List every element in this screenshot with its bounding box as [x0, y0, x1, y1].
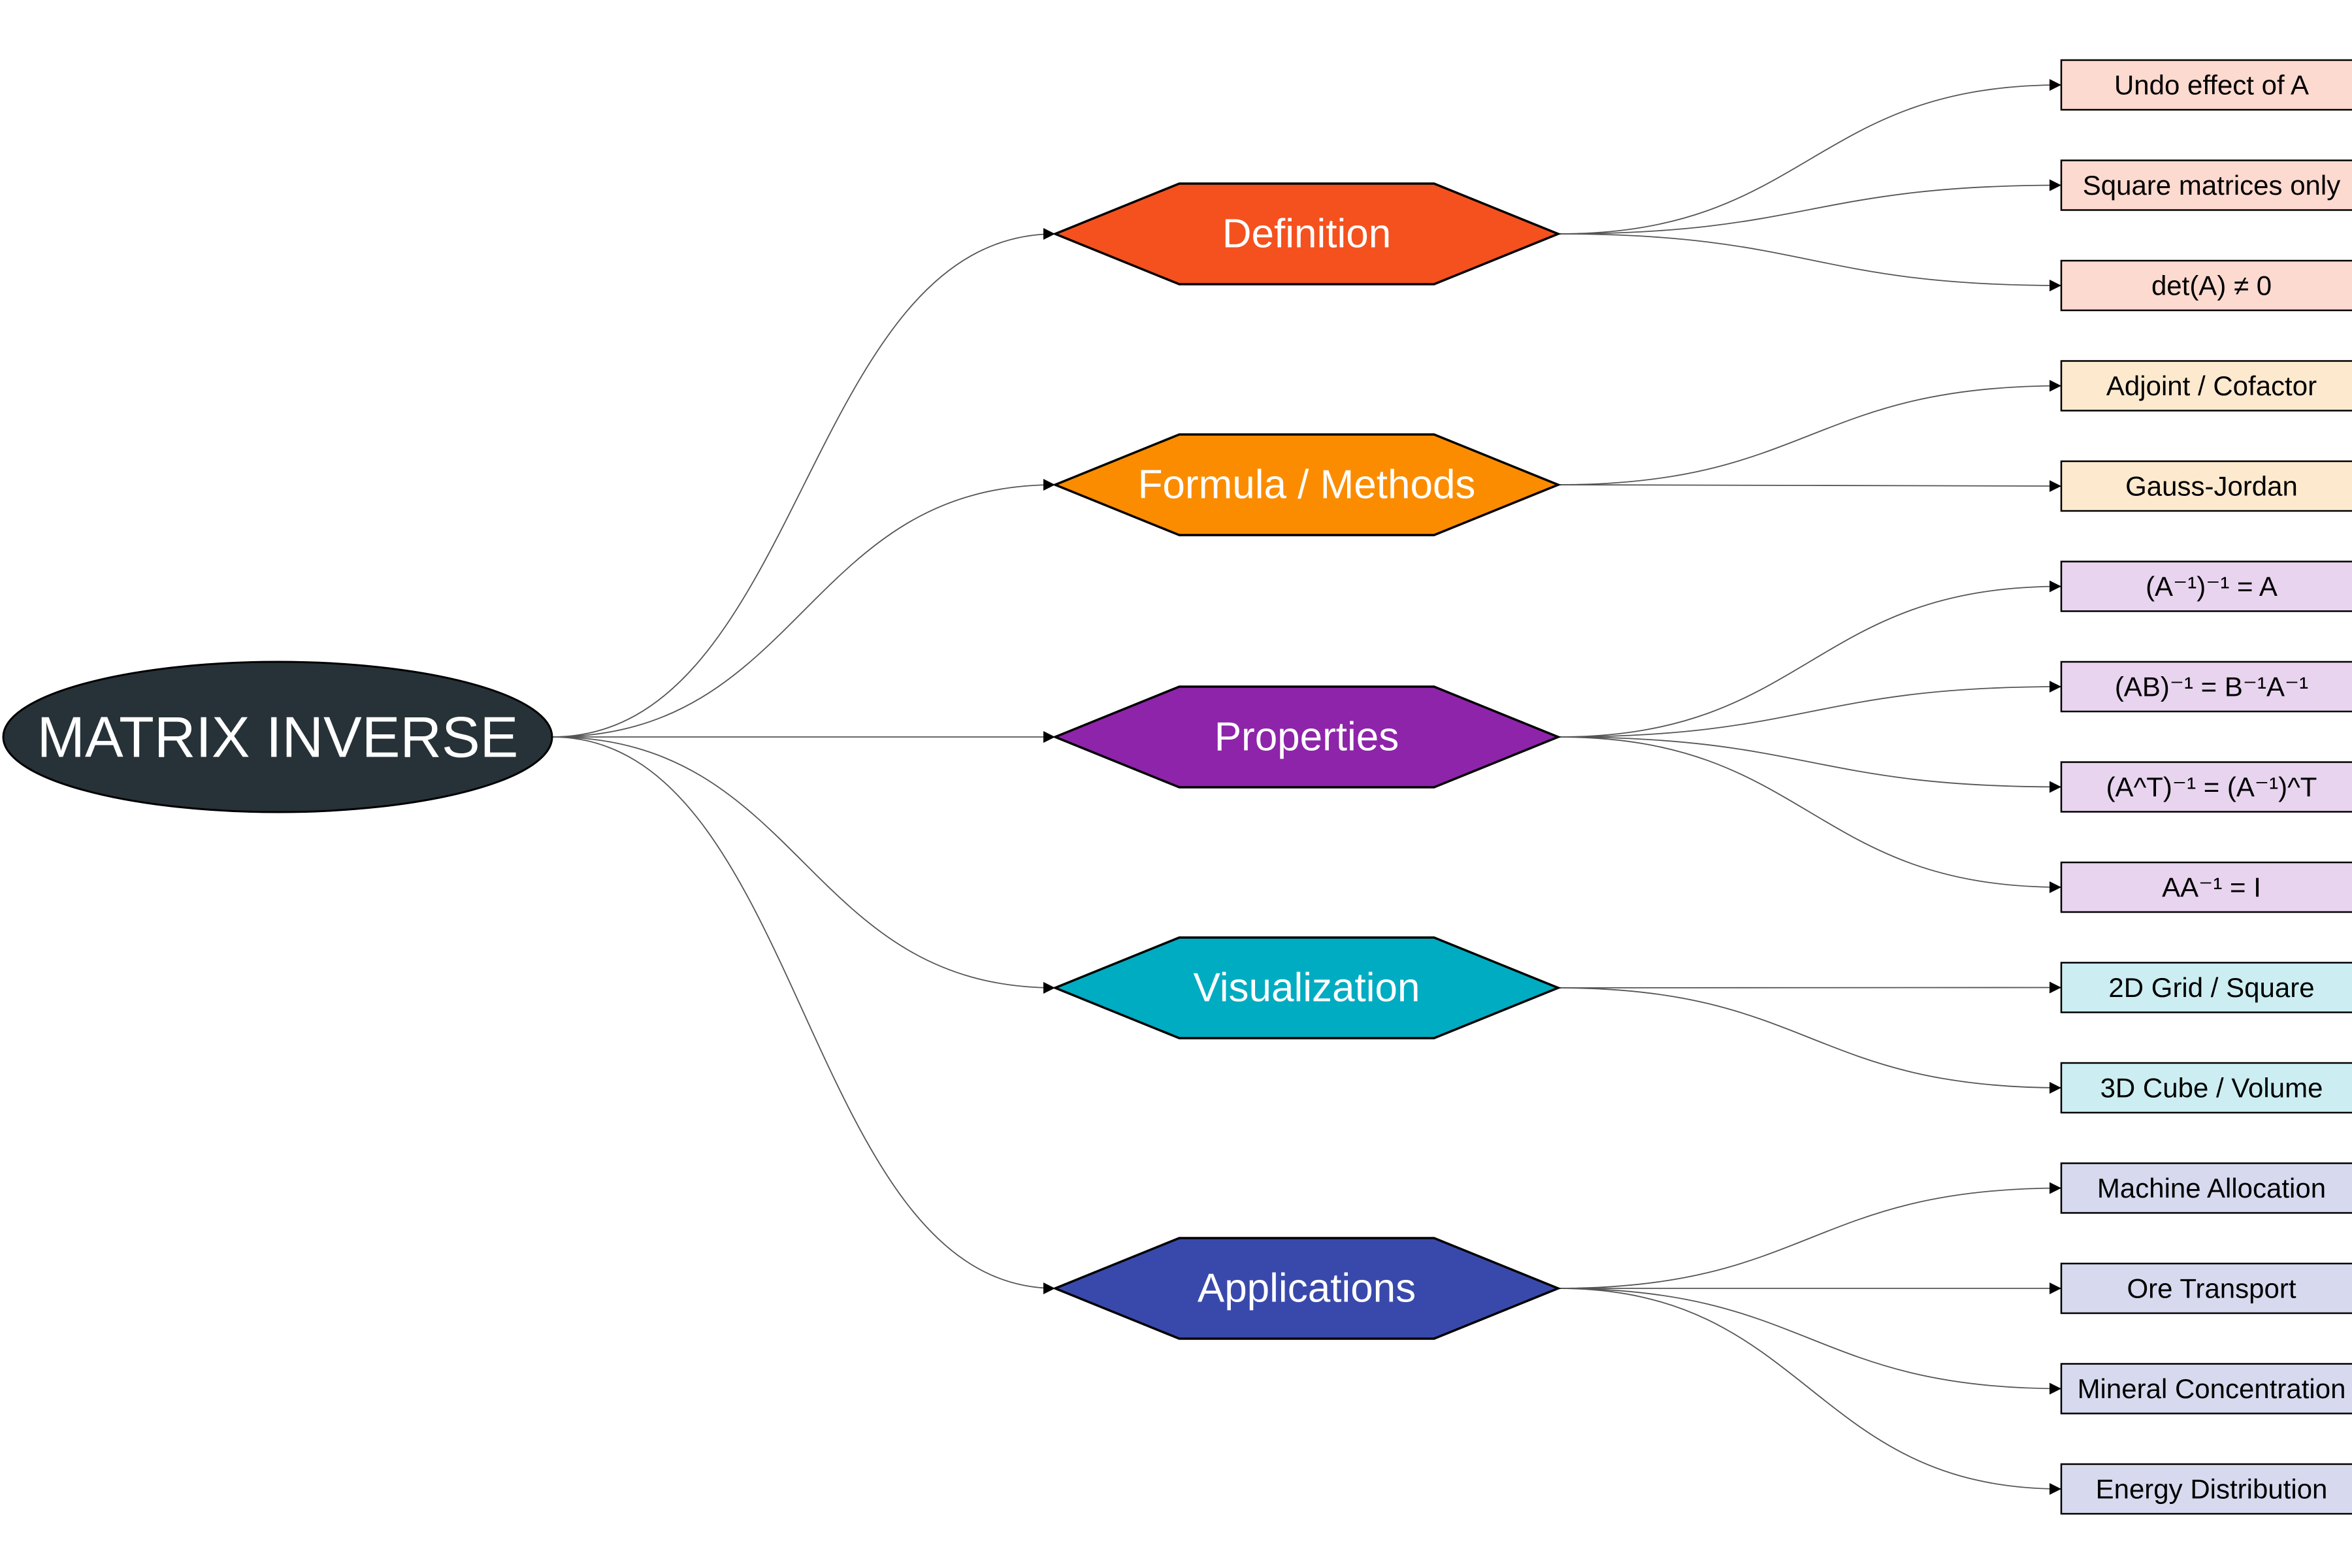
leaf-node-formula-1[interactable]: Gauss-Jordan: [2060, 460, 2352, 512]
leaf-node-definition-1[interactable]: Square matrices only: [2060, 159, 2352, 211]
leaf-label-applications-1: Ore Transport: [2127, 1273, 2296, 1304]
category-label-definition: Definition: [1222, 212, 1391, 257]
edge-visualization-to-leaf-1: [1558, 987, 2062, 1094]
edge-formula-to-leaf-0: [1558, 380, 2062, 485]
category-node-definition[interactable]: Definition: [1052, 182, 1561, 286]
leaf-node-applications-3[interactable]: Energy Distribution: [2060, 1463, 2352, 1515]
leaf-node-properties-1[interactable]: (AB)⁻¹ = B⁻¹A⁻¹: [2060, 661, 2352, 713]
edge-root-to-visualization: [551, 736, 1056, 994]
edge-applications-to-leaf-3: [1558, 1288, 2062, 1495]
category-label-properties: Properties: [1215, 715, 1399, 760]
category-node-properties[interactable]: Properties: [1052, 685, 1561, 789]
edge-definition-to-leaf-2: [1558, 233, 2062, 291]
category-hexagon-formula: [1052, 433, 1561, 536]
root-node-label: MATRIX INVERSE: [37, 705, 519, 770]
leaf-label-definition-0: Undo effect of A: [2114, 70, 2309, 101]
leaf-label-definition-1: Square matrices only: [2083, 170, 2341, 201]
edge-applications-to-leaf-2: [1558, 1288, 2062, 1395]
leaf-label-applications-3: Energy Distribution: [2096, 1474, 2328, 1505]
leaf-label-properties-1: (AB)⁻¹ = B⁻¹A⁻¹: [2115, 672, 2308, 702]
category-hexagon-definition: [1052, 182, 1561, 286]
leaf-box-formula-1: [2060, 460, 2352, 512]
leaf-box-properties-1: [2060, 661, 2352, 713]
category-label-applications: Applications: [1198, 1266, 1416, 1311]
edge-properties-to-leaf-3: [1558, 736, 2062, 893]
leaf-box-definition-1: [2060, 159, 2352, 211]
category-hexagon-visualization: [1052, 936, 1561, 1039]
category-hexagon-applications: [1052, 1237, 1561, 1340]
edge-root-to-applications: [551, 736, 1056, 1294]
edge-properties-to-leaf-1: [1558, 681, 2062, 738]
category-node-applications[interactable]: Applications: [1052, 1237, 1561, 1340]
leaf-label-definition-2: det(A) ≠ 0: [2151, 270, 2272, 301]
category-hexagon-properties: [1052, 685, 1561, 789]
edge-definition-to-leaf-0: [1558, 79, 2062, 235]
leaf-label-visualization-1: 3D Cube / Volume: [2100, 1073, 2323, 1103]
leaf-box-visualization-0: [2060, 962, 2352, 1013]
leaf-label-properties-0: (A⁻¹)⁻¹ = A: [2146, 571, 2278, 602]
leaf-node-applications-1[interactable]: Ore Transport: [2060, 1262, 2352, 1315]
leaf-label-applications-2: Mineral Concentration: [2078, 1373, 2346, 1404]
leaf-box-formula-0: [2060, 360, 2352, 412]
category-node-visualization[interactable]: Visualization: [1052, 936, 1561, 1039]
leaf-box-definition-2: [2060, 259, 2352, 312]
leaf-node-visualization-0[interactable]: 2D Grid / Square: [2060, 962, 2352, 1013]
leaf-node-definition-0[interactable]: Undo effect of A: [2060, 59, 2352, 111]
leaf-node-applications-0[interactable]: Machine Allocation: [2060, 1162, 2352, 1214]
leaf-box-applications-3: [2060, 1463, 2352, 1515]
leaf-node-visualization-1[interactable]: 3D Cube / Volume: [2060, 1062, 2352, 1114]
edge-definition-to-leaf-1: [1558, 179, 2062, 235]
root-node[interactable]: MATRIX INVERSE: [2, 661, 553, 813]
connector-layer: [551, 79, 2062, 1495]
leaf-node-properties-0[interactable]: (A⁻¹)⁻¹ = A: [2060, 561, 2352, 612]
leaf-node-properties-2[interactable]: (A^T)⁻¹ = (A⁻¹)^T: [2060, 761, 2352, 813]
leaf-box-definition-0: [2060, 59, 2352, 111]
root-node-shape: [2, 661, 553, 813]
edge-properties-to-leaf-2: [1558, 736, 2062, 793]
category-node-formula[interactable]: Formula / Methods: [1052, 433, 1561, 536]
leaf-box-applications-1: [2060, 1262, 2352, 1315]
edge-root-to-definition: [551, 228, 1056, 738]
leaf-label-formula-0: Adjoint / Cofactor: [2106, 370, 2317, 401]
leaf-box-properties-2: [2060, 761, 2352, 813]
node-layer: MATRIX INVERSE Definition Undo effect of A…: [2, 59, 2352, 1515]
edge-applications-to-leaf-0: [1558, 1182, 2062, 1289]
leaf-node-definition-2[interactable]: det(A) ≠ 0: [2060, 259, 2352, 312]
category-label-formula: Formula / Methods: [1138, 463, 1476, 508]
leaf-node-applications-2[interactable]: Mineral Concentration: [2060, 1363, 2352, 1414]
leaf-box-applications-2: [2060, 1363, 2352, 1414]
edge-formula-to-leaf-1: [1558, 480, 2062, 492]
leaf-box-visualization-1: [2060, 1062, 2352, 1114]
leaf-node-properties-3[interactable]: AA⁻¹ = I: [2060, 861, 2352, 913]
edge-root-to-formula: [551, 479, 1056, 738]
leaf-label-formula-1: Gauss-Jordan: [2125, 471, 2298, 502]
leaf-label-visualization-0: 2D Grid / Square: [2108, 972, 2314, 1003]
edge-properties-to-leaf-0: [1558, 580, 2062, 738]
leaf-node-formula-0[interactable]: Adjoint / Cofactor: [2060, 360, 2352, 412]
leaf-box-applications-0: [2060, 1162, 2352, 1214]
leaf-box-properties-0: [2060, 561, 2352, 612]
category-label-visualization: Visualization: [1194, 966, 1420, 1011]
leaf-label-properties-2: (A^T)⁻¹ = (A⁻¹)^T: [2106, 772, 2317, 802]
leaf-label-properties-3: AA⁻¹ = I: [2162, 872, 2261, 903]
leaf-box-properties-3: [2060, 861, 2352, 913]
leaf-label-applications-0: Machine Allocation: [2097, 1173, 2326, 1203]
